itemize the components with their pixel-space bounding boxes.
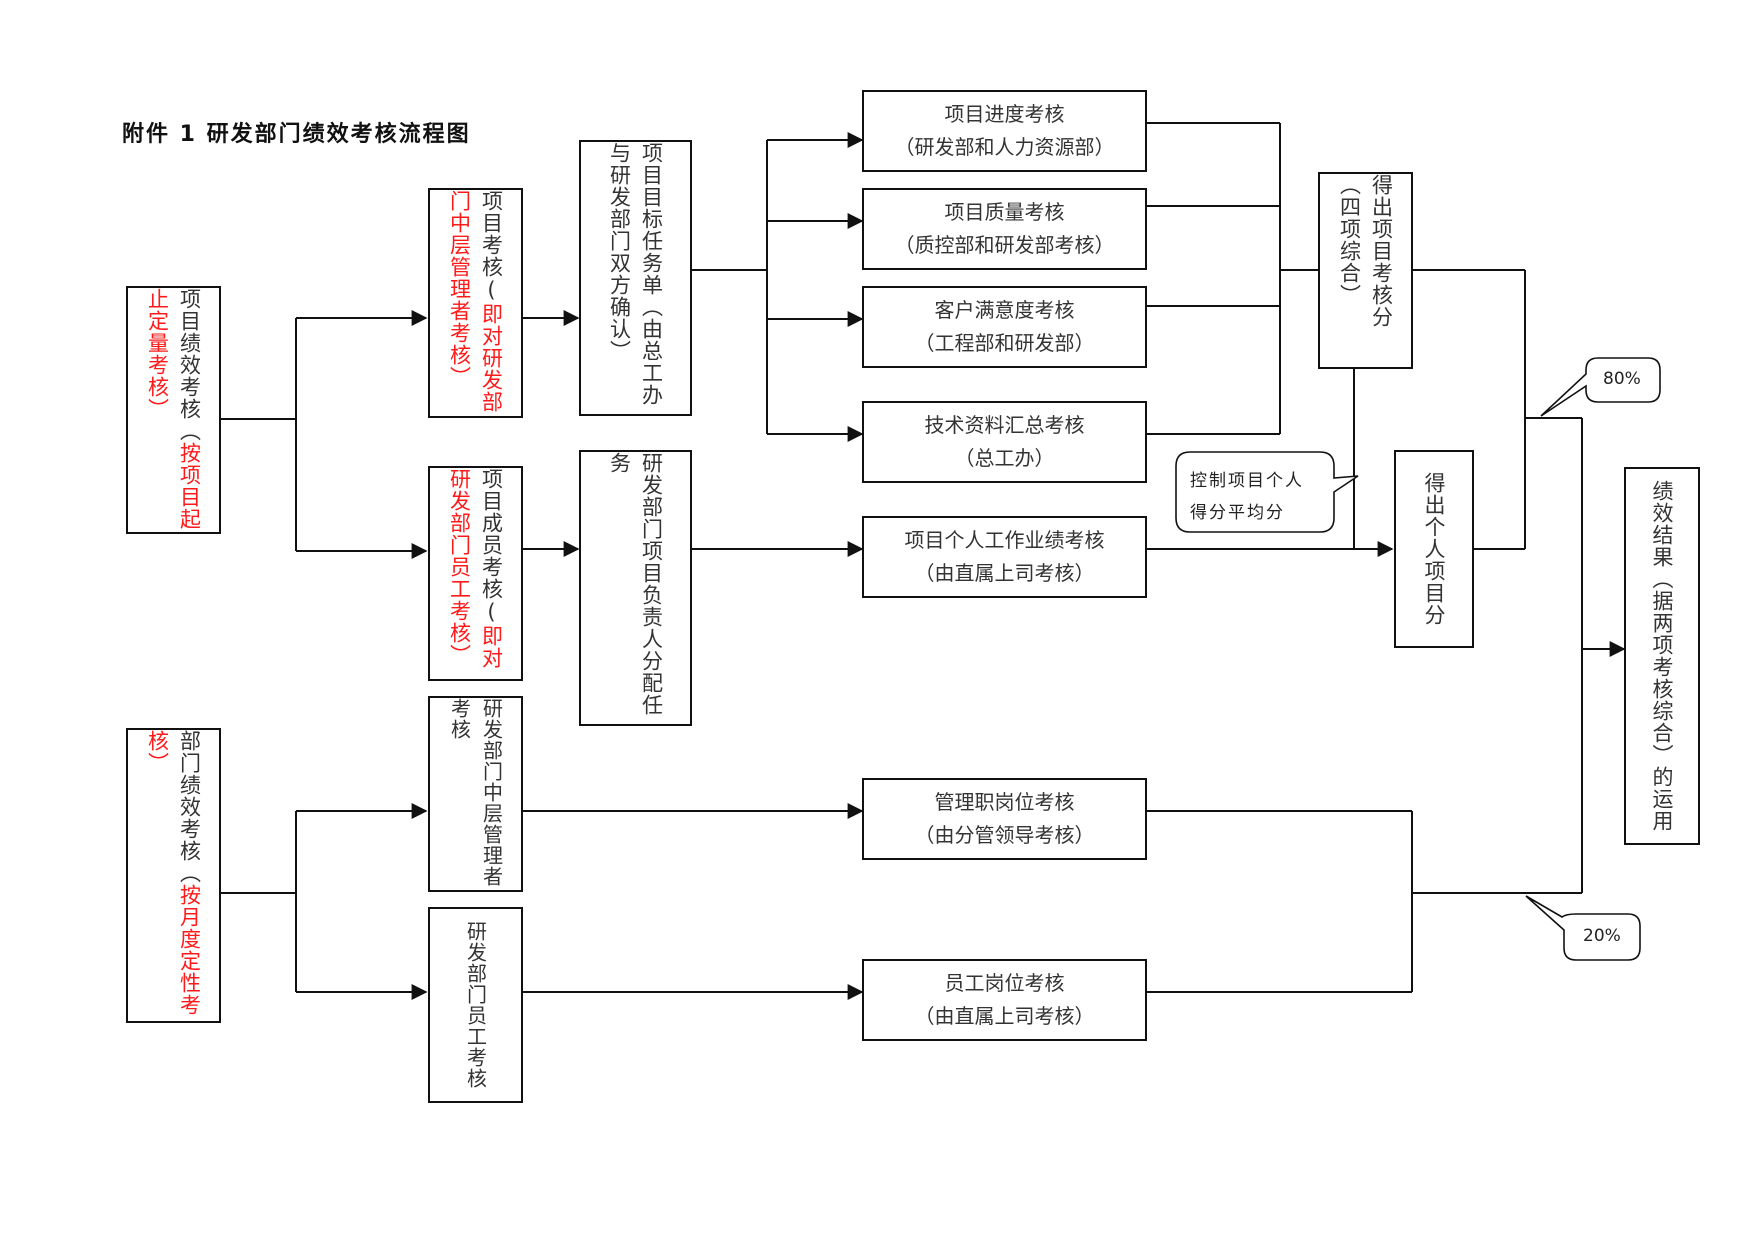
- middle-manager-box: 研发部门中层管理者考核: [428, 696, 523, 892]
- pct20-label: 20%: [1583, 926, 1621, 946]
- quality-assessment-box: 项目质量考核 （质控部和研发部考核）: [862, 188, 1147, 270]
- personal-score-box: 得出个人项目分: [1394, 450, 1474, 648]
- project-performance-text: 项目绩效考核（: [177, 288, 202, 442]
- lead-assign-task-box: 研发部门项目负责人分配任务: [579, 450, 692, 726]
- department-performance-highlight-2: 定性考核）: [145, 730, 202, 1016]
- progress-line1: 项目进度考核: [944, 102, 1065, 126]
- staff-post-assessment-label: 员工岗位考核 （由直属上司考核）: [864, 961, 1145, 1039]
- project-assessment-text: 项目考核(: [479, 190, 504, 303]
- management-post-line1: 管理职岗位考核: [934, 790, 1075, 814]
- project-assessment-label: 项目考核(即对研发部门中层管理者考核）: [430, 190, 521, 416]
- project-assessment-box: 项目考核(即对研发部门中层管理者考核）: [428, 188, 523, 418]
- department-performance-highlight: 按月度: [177, 884, 202, 950]
- staff-label: 研发部门员工考核: [463, 921, 488, 1089]
- satisfaction-line2: （工程部和研发部）: [914, 331, 1095, 355]
- personal-work-line1: 项目个人工作业绩考核: [904, 528, 1105, 552]
- department-performance-box: 部门绩效考核（按月度定性考核）: [126, 728, 221, 1023]
- quality-assessment-label: 项目质量考核 （质控部和研发部考核）: [864, 190, 1145, 268]
- member-assessment-label: 项目成员考核(即对研发部门员工考核）: [430, 468, 521, 679]
- tech-docs-line1: 技术资料汇总考核: [924, 413, 1085, 437]
- member-assessment-box: 项目成员考核(即对研发部门员工考核）: [428, 466, 523, 681]
- tech-docs-assessment-label: 技术资料汇总考核 （总工办）: [864, 403, 1145, 481]
- performance-result-box: 绩效结果（据两项考核综合）的运用: [1624, 467, 1700, 845]
- satisfaction-assessment-box: 客户满意度考核 （工程部和研发部）: [862, 286, 1147, 368]
- project-score-label: 得出项目考核分（四项综合）: [1337, 174, 1394, 328]
- pct80-label: 80%: [1603, 369, 1641, 389]
- management-post-assessment-label: 管理职岗位考核 （由分管领导考核）: [864, 780, 1145, 858]
- progress-line2: （研发部和人力资源部）: [894, 135, 1115, 159]
- project-assessment-highlight: 即对研发部: [479, 303, 504, 413]
- project-score-box: 得出项目考核分（四项综合）: [1318, 172, 1413, 369]
- staff-box: 研发部门员工考核: [428, 907, 523, 1103]
- satisfaction-line1: 客户满意度考核: [934, 298, 1075, 322]
- pct80-callout-shape: [1540, 357, 1661, 417]
- department-performance-text: 部门绩效考核（: [177, 730, 202, 884]
- performance-result-label: 绩效结果（据两项考核综合）的运用: [1650, 480, 1674, 832]
- project-performance-label: 项目绩效考核（按项目起止定量考核）: [128, 288, 219, 532]
- satisfaction-assessment-label: 客户满意度考核 （工程部和研发部）: [864, 288, 1145, 366]
- tech-docs-line2: （总工办）: [954, 446, 1055, 470]
- progress-assessment-box: 项目进度考核 （研发部和人力资源部）: [862, 90, 1147, 172]
- project-performance-box: 项目绩效考核（按项目起止定量考核）: [126, 286, 221, 534]
- quality-line2: （质控部和研发部考核）: [894, 233, 1115, 257]
- project-assessment-highlight-2: 门中层管理者考核）: [447, 190, 472, 388]
- control-callout-shape: [1175, 451, 1359, 533]
- staff-post-line2: （由直属上司考核）: [914, 1004, 1095, 1028]
- member-assessment-highlight-2: 研发部门员工考核）: [447, 468, 472, 666]
- department-performance-label: 部门绩效考核（按月度定性考核）: [128, 730, 219, 1021]
- personal-work-assessment-box: 项目个人工作业绩考核 （由直属上司考核）: [862, 516, 1147, 598]
- quality-line1: 项目质量考核: [944, 200, 1065, 224]
- personal-work-assessment-label: 项目个人工作业绩考核 （由直属上司考核）: [864, 518, 1145, 596]
- management-post-line2: （由分管领导考核）: [914, 823, 1095, 847]
- target-task-list-label: 项目目标任务单（由总工办与研发部门双方确认）: [607, 142, 664, 406]
- target-task-list-box: 项目目标任务单（由总工办与研发部门双方确认）: [579, 140, 692, 416]
- page-title: 附件 1 研发部门绩效考核流程图: [122, 122, 471, 147]
- personal-score-label: 得出个人项目分: [1422, 472, 1446, 626]
- project-performance-highlight: 按项目: [177, 442, 202, 508]
- management-post-assessment-box: 管理职岗位考核 （由分管领导考核）: [862, 778, 1147, 860]
- progress-assessment-label: 项目进度考核 （研发部和人力资源部）: [864, 92, 1145, 170]
- project-performance-highlight-2: 起止定量考核）: [145, 288, 202, 530]
- control-callout-line1: 控制项目个人: [1190, 471, 1304, 491]
- lead-assign-task-label: 研发部门项目负责人分配任务: [607, 452, 664, 716]
- staff-post-assessment-box: 员工岗位考核 （由直属上司考核）: [862, 959, 1147, 1041]
- pct20-callout-shape: [1525, 895, 1641, 961]
- control-callout-line2: 得分平均分: [1190, 503, 1285, 523]
- personal-work-line2: （由直属上司考核）: [914, 561, 1095, 585]
- member-assessment-text: 项目成员考核(: [479, 468, 504, 625]
- middle-manager-label: 研发部门中层管理者考核: [447, 698, 504, 887]
- tech-docs-assessment-box: 技术资料汇总考核 （总工办）: [862, 401, 1147, 483]
- staff-post-line1: 员工岗位考核: [944, 971, 1065, 995]
- member-assessment-highlight: 即对: [479, 625, 504, 669]
